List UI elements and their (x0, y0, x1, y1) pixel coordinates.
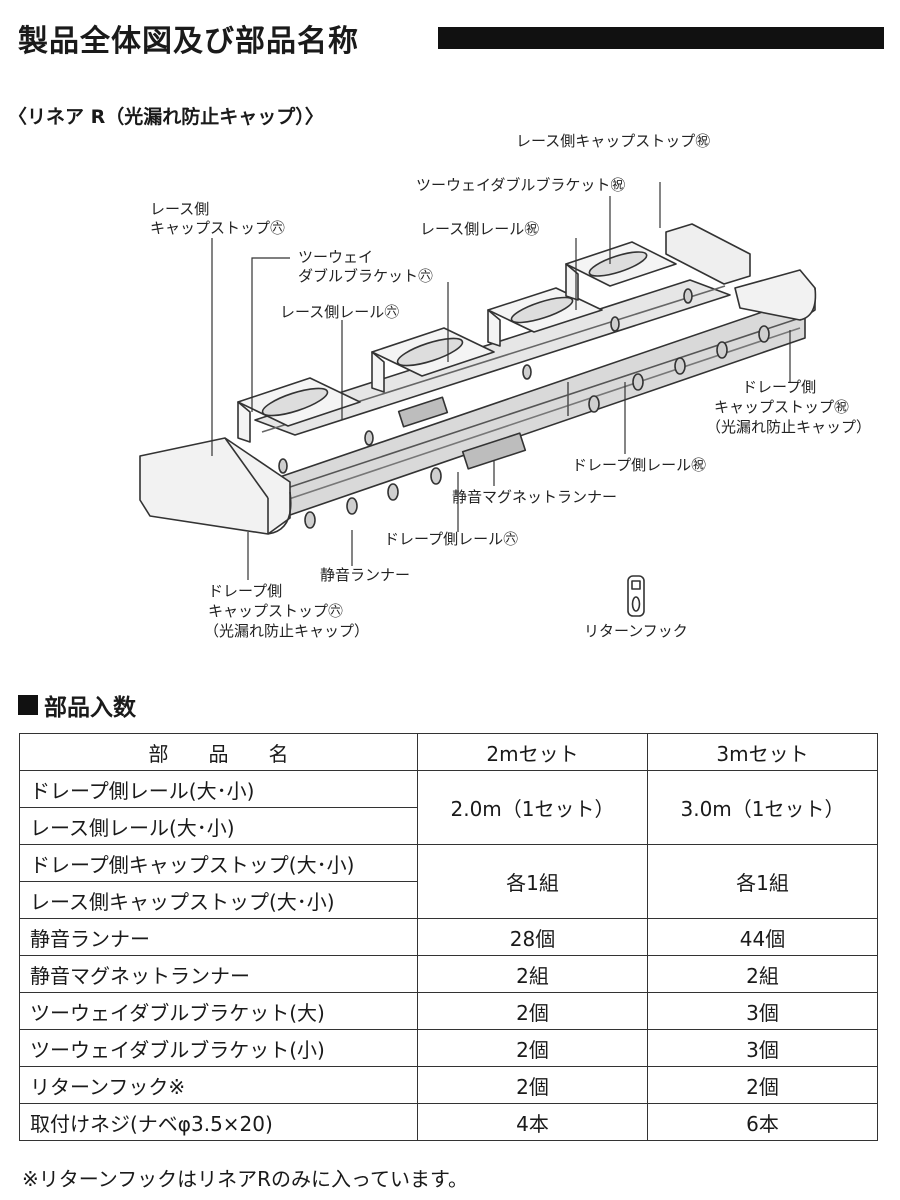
row-name-lace-rail: レース側レール(大･小) (19, 807, 418, 845)
silent-runner-3m-value: 44個 (647, 918, 878, 956)
parts-section-title-text: 部品入数 (44, 695, 136, 721)
row-name-drape-cap-stop: ドレープ側キャップストップ(大･小) (19, 844, 418, 882)
row-name-lace-cap-stop: レース側キャップストップ(大･小) (19, 881, 418, 919)
header-2m-set: 2mセット (417, 733, 648, 771)
magnet-runner-3m-value: 2組 (647, 955, 878, 993)
label-drape-cap-stop-large-line1: ドレープ側 (208, 582, 283, 600)
cap-stop-3m-value: 各1組 (647, 844, 878, 919)
label-drape-rail-large: ドレープ側レール㊅ (384, 530, 519, 548)
row-name-bracket-large: ツーウェイダブルブラケット(大) (19, 992, 418, 1030)
screw-2m-value: 4本 (417, 1103, 648, 1141)
magnet-runners (397, 396, 527, 470)
label-drape-rail-small: ドレープ側レール㊗ (572, 456, 707, 474)
label-return-hook: リターンフック (584, 622, 688, 640)
table-row: レース側キャップストップ(大･小) (19, 881, 878, 919)
table-header-row: 部 品 名 2mセット 3mセット (19, 733, 878, 771)
silent-runner-2m-value: 28個 (417, 918, 648, 956)
label-lace-cap-stop-large-line2: キャップストップ㊅ (150, 219, 286, 237)
row-name-bracket-small: ツーウェイダブルブラケット(小) (19, 1029, 418, 1067)
drape-cap-stop-large (139, 437, 292, 535)
label-lace-cap-stop-large-line1: レース側 (150, 200, 210, 218)
title-underline-bar (438, 27, 884, 49)
bracket-large-2 (371, 327, 495, 393)
page-title: 製品全体図及び部品名称 (18, 24, 359, 59)
footnote: ※リターンフックはリネアRのみに入っています。 (22, 1167, 469, 1191)
label-lace-cap-stop-small: レース側キャップストップ㊗ (516, 132, 711, 150)
table-row: リターンフック※ 2個 2個 (19, 1066, 878, 1104)
row-name-screw: 取付けネジ(ナベφ3.5×20) (19, 1103, 418, 1141)
parts-section-title: 部品入数 (18, 688, 136, 722)
row-name-magnet-runner: 静音マグネットランナー (19, 955, 418, 993)
table-row: ドレープ側レール(大･小) 2.0m（1セット） 3.0m（1セット） (19, 770, 878, 845)
row-name-silent-runner: 静音ランナー (19, 918, 418, 956)
label-drape-cap-stop-small-line3: （光漏れ防止キャップ） (706, 418, 872, 436)
bracket-large-2m-value: 2個 (417, 992, 648, 1030)
table-row: レース側レール(大･小) (19, 807, 878, 845)
label-silent-runner: 静音ランナー (320, 566, 411, 584)
return-hook-icon (627, 575, 645, 617)
label-magnet-runner: 静音マグネットランナー (452, 488, 618, 506)
table-row: 取付けネジ(ナベφ3.5×20) 4本 6本 (19, 1103, 878, 1141)
product-diagram: レース側キャップストップ㊗ ツーウェイダブルブラケット㊗ レース側レール㊗ レー… (0, 120, 900, 660)
parts-count-table: 部 品 名 2mセット 3mセット ドレープ側レール(大･小) 2.0m（1セッ… (19, 733, 878, 1141)
square-bullet-icon (18, 695, 38, 715)
header-3m-set: 3mセット (647, 733, 878, 771)
label-twoway-bracket-large-line2: ダブルブラケット㊅ (298, 267, 434, 285)
bracket-large-1 (237, 377, 361, 443)
label-lace-rail-large: レース側レール㊅ (280, 303, 400, 321)
table-row: ドレープ側キャップストップ(大･小) 各1組 各1組 (19, 844, 878, 919)
table-row: ツーウェイダブルブラケット(大) 2個 3個 (19, 992, 878, 1030)
label-drape-cap-stop-large-line2: キャップストップ㊅ (208, 602, 344, 620)
label-twoway-bracket-large-line1: ツーウェイ (298, 248, 374, 266)
table-row: 静音マグネットランナー 2組 2組 (19, 955, 878, 993)
product-subtitle: 〈リネア R（光漏れ防止キャップ）〉 (8, 106, 324, 128)
rail-3m-value: 3.0m（1セット） (647, 770, 878, 845)
bracket-small-1 (487, 287, 603, 347)
return-hook-3m-value: 2個 (647, 1066, 878, 1104)
label-drape-cap-stop-large-line3: （光漏れ防止キャップ） (204, 622, 370, 640)
runners (278, 288, 770, 529)
rail-2m-value: 2.0m（1セット） (417, 770, 648, 845)
label-drape-cap-stop-small-line2: キャップストップ㊗ (714, 398, 850, 416)
bracket-large-3m-value: 3個 (647, 992, 878, 1030)
curtain-rail-illustration (139, 182, 817, 617)
row-name-drape-rail: ドレープ側レール(大･小) (19, 770, 418, 808)
magnet-runner-2m-value: 2組 (417, 955, 648, 993)
label-drape-cap-stop-small-line1: ドレープ側 (742, 378, 817, 396)
drape-cap-stop-small (734, 269, 817, 321)
lace-cap-stop-small (665, 223, 751, 285)
label-lace-rail-small: レース側レール㊗ (420, 220, 540, 238)
header-part-name: 部 品 名 (19, 733, 418, 771)
table-row: ツーウェイダブルブラケット(小) 2個 3個 (19, 1029, 878, 1067)
label-twoway-bracket-small: ツーウェイダブルブラケット㊗ (416, 176, 626, 194)
table-row: 静音ランナー 28個 44個 (19, 918, 878, 956)
bracket-small-3m-value: 3個 (647, 1029, 878, 1067)
bracket-small-2m-value: 2個 (417, 1029, 648, 1067)
row-name-return-hook: リターンフック※ (19, 1066, 418, 1104)
return-hook-2m-value: 2個 (417, 1066, 648, 1104)
cap-stop-2m-value: 各1組 (417, 844, 648, 919)
screw-3m-value: 6本 (647, 1103, 878, 1141)
